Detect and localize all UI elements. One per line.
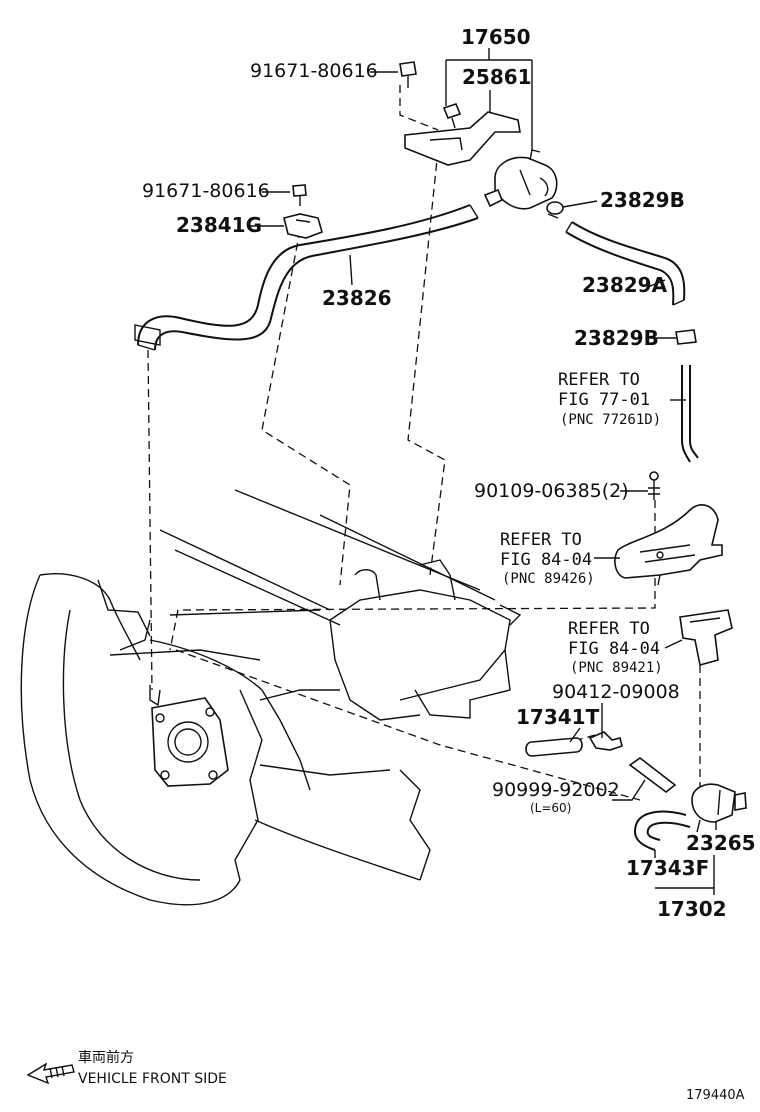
- label-17302: 17302: [657, 897, 727, 921]
- ref-1-line2: FIG 77-01: [558, 390, 650, 410]
- fitting-90412: [588, 731, 623, 751]
- label-17343F: 17343F: [626, 856, 709, 880]
- label-23826: 23826: [322, 286, 392, 310]
- clamp-23829B-upper: [546, 201, 564, 219]
- clamp-23829B-lower: [675, 329, 697, 345]
- label-91671-left: 91671-80616: [142, 180, 270, 202]
- label-90999: 90999-92002: [492, 779, 620, 801]
- hose-17343F: [634, 810, 691, 851]
- front-direction-japanese: 車両前方: [78, 1049, 134, 1066]
- ref-1-pnc: (PNC 77261D): [560, 412, 661, 428]
- label-17650: 17650: [461, 25, 531, 49]
- hose-23829A: [565, 221, 686, 306]
- sensor-89421: [679, 609, 733, 667]
- ref-2-line1: REFER TO: [500, 530, 582, 550]
- label-90109: 90109-06385(2): [474, 480, 629, 502]
- label-23829B-upper: 23829B: [600, 188, 685, 212]
- label-23841G: 23841G: [176, 213, 262, 237]
- label-90412: 90412-09008: [552, 681, 680, 703]
- label-17341T: 17341T: [516, 705, 600, 729]
- ref-3-pnc: (PNC 89421): [570, 660, 663, 676]
- hose-23826: [134, 204, 479, 351]
- figure-id: 179440A: [686, 1088, 745, 1103]
- hose-17341T: [525, 737, 583, 757]
- bolt-90109: [648, 471, 660, 500]
- arrow-left-icon: [26, 1062, 75, 1085]
- label-91671-top: 91671-80616: [250, 60, 378, 82]
- label-25861: 25861: [462, 65, 532, 89]
- ref-3-line1: REFER TO: [568, 619, 650, 639]
- label-leaders: [250, 48, 717, 895]
- label-90999-length: (L=60): [530, 801, 571, 815]
- engine-outline: [20, 489, 522, 906]
- ref-2-pnc: (PNC 89426): [502, 571, 595, 587]
- front-direction-label: VEHICLE FRONT SIDE: [78, 1071, 227, 1087]
- label-23829B-lower: 23829B: [574, 326, 659, 350]
- label-23265: 23265: [686, 831, 756, 855]
- clamp-23841G: [283, 213, 323, 239]
- sensor-89426: [614, 504, 723, 586]
- vsv-assembly: [404, 103, 558, 210]
- ref-3-line2: FIG 84-04: [568, 639, 660, 659]
- vsv-23265: [691, 783, 747, 833]
- hose-to-fig-77-01: [681, 365, 699, 463]
- bolt-top: [399, 61, 417, 88]
- ref-1-line1: REFER TO: [558, 370, 640, 390]
- bolt-left: [292, 184, 307, 206]
- label-23829A: 23829A: [582, 273, 668, 297]
- ref-2-line2: FIG 84-04: [500, 550, 592, 570]
- hose-90999: [628, 757, 677, 794]
